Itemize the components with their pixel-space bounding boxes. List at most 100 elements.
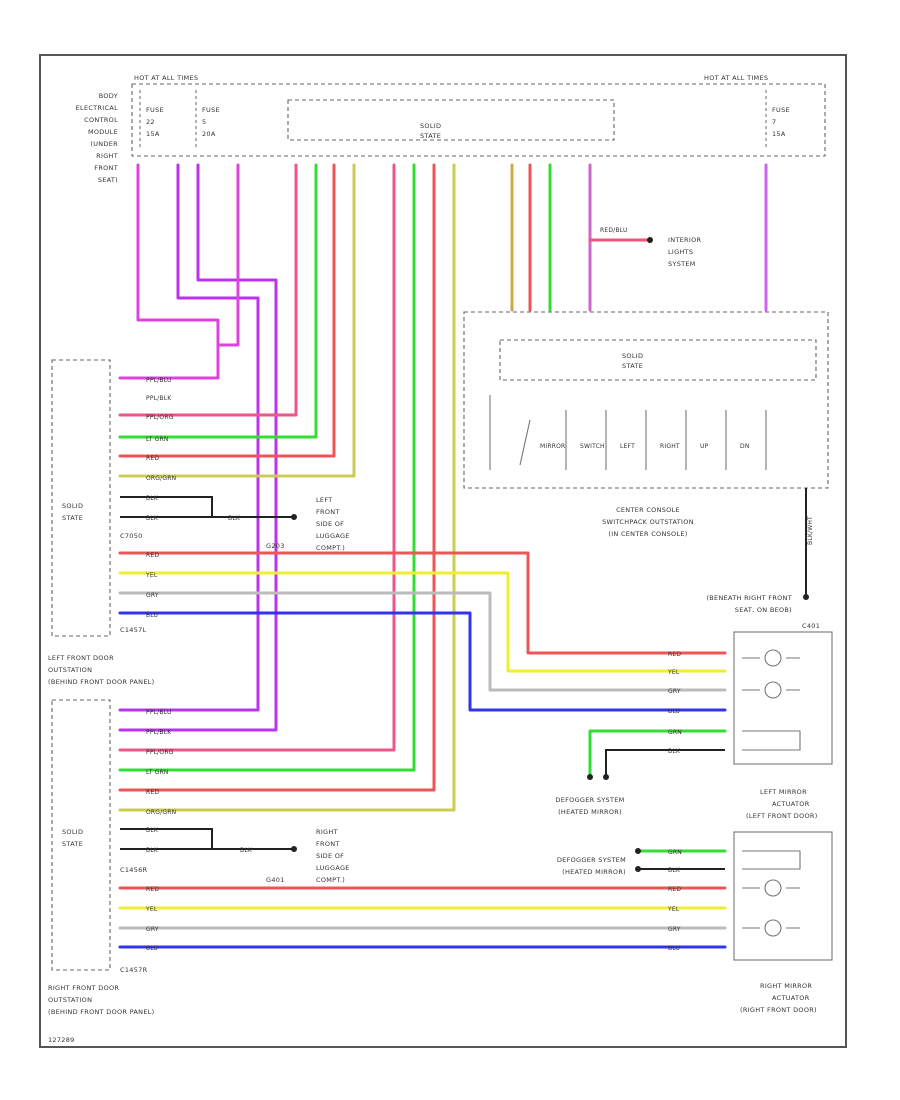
footer-code: 127289	[48, 1036, 75, 1044]
left-mirror-label-1: LEFT MIRROR	[760, 788, 807, 796]
fuse-5-label: FUSE	[202, 106, 220, 114]
bcm-label-5: (UNDER	[90, 140, 118, 148]
switch-label-1: MIRROR	[540, 443, 565, 450]
left-heater-wire-label-2: BLK	[668, 748, 681, 755]
left-door-connector-bottom: C1457L	[120, 626, 147, 634]
left-door-label-3: (BEHIND FRONT DOOR PANEL)	[48, 678, 155, 686]
right-door-connector-bottom: C1457R	[120, 966, 148, 974]
left-door-outline	[51, 359, 111, 637]
right-door-mirror-wire-2: YEL	[145, 906, 158, 913]
bcm-outline	[131, 83, 826, 157]
right-door-ground-label-1: BLK	[146, 827, 159, 834]
center-console-label-1: CENTER CONSOLE	[616, 506, 680, 514]
fuse-5-rating: 20A	[202, 130, 216, 138]
center-console-solid-1: SOLID	[622, 352, 643, 360]
wire-ppl-org-left	[118, 163, 298, 417]
right-defogger-label-2: (HEATED MIRROR)	[562, 868, 626, 876]
left-heater-wire-grn	[588, 729, 727, 777]
switch-label-2: SWITCH	[580, 443, 605, 450]
left-door-ground-label-2: BLK	[146, 515, 159, 522]
diagram-frame	[39, 54, 847, 1048]
right-door-mirror-wire-3: GRY	[146, 926, 159, 933]
left-motor-2-icon	[764, 681, 782, 699]
right-door-wire-2: PPL/BLK	[146, 729, 172, 736]
interior-lights-label-1: INTERIOR	[668, 236, 702, 244]
left-mirror-end-wire-1: RED	[668, 651, 681, 658]
left-door-mirror-wire-1: RED	[146, 552, 159, 559]
right-ground-label-3: SIDE OF	[316, 852, 344, 860]
left-ground-label-4: LUGGAGE	[316, 532, 350, 540]
right-door-label-3: (BEHIND FRONT DOOR PANEL)	[48, 1008, 155, 1016]
bcm-solid-state-2: STATE	[420, 132, 441, 140]
wire-org-grn-left	[118, 163, 356, 478]
right-door-wire-3: PPL/ORG	[146, 749, 174, 756]
bcm-label-1: BODY	[99, 92, 118, 100]
center-console-label-3: (IN CENTER CONSOLE)	[608, 530, 687, 538]
left-door-label-2: OUTSTATION	[48, 666, 92, 674]
fuse-22-number: 22	[146, 118, 155, 126]
wire-ppl-blk-left	[118, 163, 260, 712]
right-mirror-box	[733, 831, 833, 961]
wire-red-right	[118, 163, 436, 792]
left-mirror-wire-yel	[118, 571, 727, 673]
right-defogger-label-1: DEFOGGER SYSTEM	[557, 856, 626, 864]
right-door-connector-top: C1456R	[120, 866, 148, 874]
wire-red-left	[118, 163, 336, 458]
right-heater-wire-label-2: BLK	[668, 867, 681, 874]
center-console-solid-2: STATE	[622, 362, 643, 370]
console-ground-wire-label: BLK/WHT	[807, 516, 814, 545]
right-ground-label-2: FRONT	[316, 840, 340, 848]
wire-ppl-blu-right	[216, 163, 240, 347]
left-door-wire-4: LT GRN	[146, 436, 169, 443]
switch-label-6: DN	[740, 443, 750, 450]
right-door-label-2: OUTSTATION	[48, 996, 92, 1004]
bcm-label-8: SEAT)	[98, 176, 118, 184]
fuse-22-rating: 15A	[146, 130, 160, 138]
wire-ppl-blu-left	[118, 163, 220, 380]
body-module-label: BODY ELECTRICAL CONTROL MODULE (UNDER RI…	[76, 92, 118, 184]
left-door-wire-2: PPL/BLK	[146, 395, 172, 402]
left-mirror-wire-red	[118, 551, 727, 655]
left-door-solid-1: SOLID	[62, 502, 83, 510]
fuse-5-number: 5	[202, 118, 206, 126]
bcm-solid-state-1: SOLID	[420, 122, 441, 130]
right-door-wire-5: RED	[146, 789, 159, 796]
hot-at-all-times-left: HOT AT ALL TIMES	[134, 74, 198, 82]
left-heater-wire-blk	[605, 749, 725, 775]
left-door-mirror-wire-4: BLU	[146, 612, 158, 619]
left-mirror-label-3: (LEFT FRONT DOOR)	[746, 812, 818, 820]
right-ground-id: G401	[266, 876, 285, 884]
left-ground-icon	[291, 514, 297, 520]
left-mirror-label-2: ACTUATOR	[772, 800, 810, 808]
bcm-solid-state-box	[287, 99, 615, 141]
bcm-label-2: ELECTRICAL	[76, 104, 118, 112]
left-defogger-arrow-2-icon	[603, 774, 609, 780]
wire-ppl-org-right	[118, 163, 396, 752]
right-door-ground-wire-1	[120, 828, 213, 849]
left-ground-label: LEFT FRONT SIDE OF LUGGAGE COMPT.)	[316, 496, 350, 552]
right-door-wire-labels: PPL/BLU PPL/BLK PPL/ORG LT GRN RED ORG/G…	[146, 709, 176, 816]
center-console-label-2: SWITCHPACK OUTSTATION	[602, 518, 694, 526]
right-mirror-end-wire-1: RED	[668, 886, 681, 893]
right-door-solid-2: STATE	[62, 840, 83, 848]
right-door-solid-1: SOLID	[62, 828, 83, 836]
right-door-mirror-wire-4: BLU	[146, 945, 158, 952]
left-mirror-wire-blu	[118, 611, 727, 712]
left-defogger-arrow-1-icon	[587, 774, 593, 780]
right-motor-2-icon	[764, 919, 782, 937]
right-mirror-label-3: (RIGHT FRONT DOOR)	[740, 1006, 817, 1014]
wire-lt-grn-left	[118, 163, 318, 439]
left-door-wire-6: ORG/GRN	[146, 475, 176, 482]
fuse-22-label: FUSE	[146, 106, 164, 114]
interior-lights-label-2: LIGHTS	[668, 248, 693, 256]
left-door-wire-1: PPL/BLU	[146, 377, 172, 384]
ground-seat-label-1: (BENEATH RIGHT FRONT	[706, 594, 792, 602]
left-door-mirror-wire-3: GRY	[146, 592, 159, 599]
right-ground-label-1: RIGHT	[316, 828, 338, 836]
right-ground-icon	[291, 846, 297, 852]
right-defogger-arrow-1-icon	[635, 848, 641, 854]
left-mirror-wire-gry	[118, 591, 727, 692]
interior-lights-wire: RED/BLU	[600, 227, 628, 234]
bcm-label-4: MODULE	[88, 128, 118, 136]
